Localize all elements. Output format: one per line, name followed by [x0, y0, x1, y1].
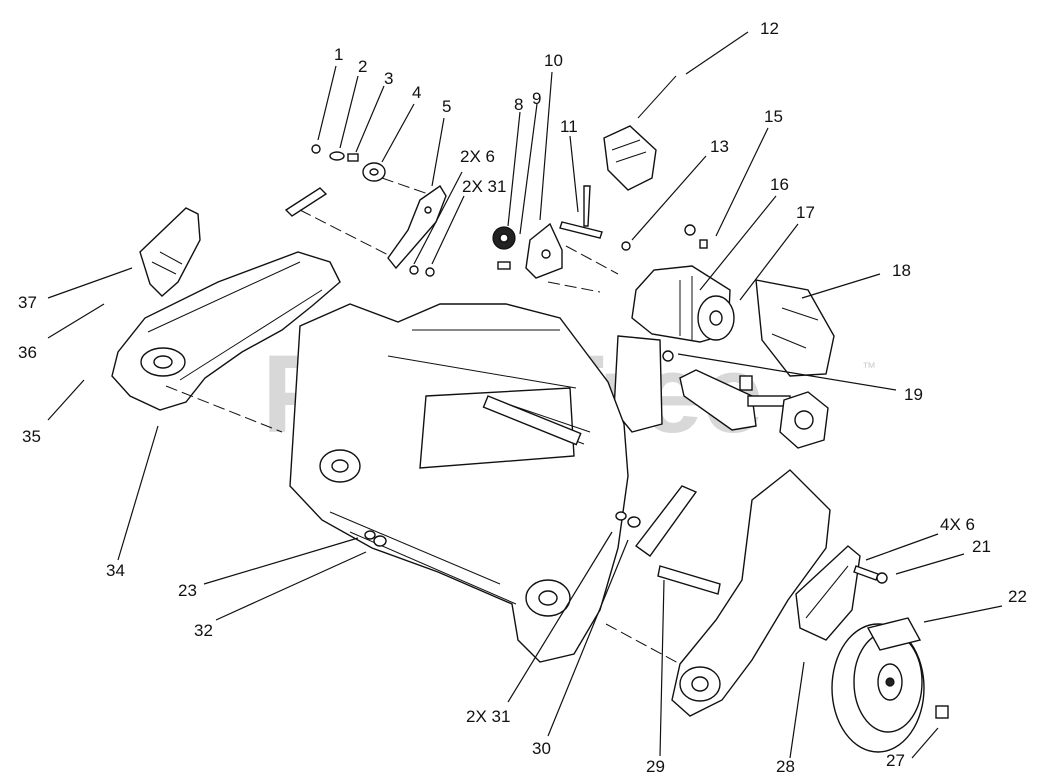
callout-27: 27: [886, 751, 905, 770]
callout-23: 23: [178, 581, 197, 600]
callout-28: 28: [776, 757, 795, 776]
callout-labels: 1 2 3 4 5 2X 6 2X 31 8 9 10 11 12 13 15 …: [18, 19, 1027, 776]
callout-11: 11: [560, 117, 578, 136]
part-rod-11: [559, 221, 603, 239]
callout-16: 16: [770, 175, 789, 194]
callout-2: 2: [358, 57, 367, 76]
part-bracket-19: [679, 369, 757, 431]
callout-36: 36: [18, 343, 37, 362]
callout-37: 37: [18, 293, 37, 312]
part-washer-2: [329, 151, 345, 161]
callout-3: 3: [384, 69, 393, 88]
part-pin: [284, 187, 328, 217]
callout-32: 32: [194, 621, 213, 640]
callout-22: 22: [1008, 587, 1027, 606]
callout-9: 9: [532, 89, 541, 108]
part-shaft-29: [635, 485, 698, 557]
part-switch-12: [603, 125, 657, 191]
callout-18: 18: [892, 261, 911, 280]
callout-1: 1: [334, 45, 343, 64]
part-nut-13: [621, 241, 631, 251]
callout-15: 15: [764, 107, 783, 126]
callout-13: 13: [710, 137, 729, 156]
callout-34: 34: [106, 561, 125, 580]
part-bracket-37: [139, 207, 201, 297]
callout-2x31-bottom: 2X 31: [466, 707, 510, 726]
part-cap-15: [684, 224, 696, 236]
callout-4: 4: [412, 83, 421, 102]
callout-21: 21: [972, 537, 991, 556]
callout-2x31-top: 2X 31: [462, 177, 506, 196]
callout-29: 29: [646, 757, 665, 776]
part-auger-housing: [289, 303, 629, 663]
callout-4x6: 4X 6: [940, 515, 975, 534]
callout-17: 17: [796, 203, 815, 222]
part-spacer-3: [347, 153, 359, 162]
parts-artwork: [111, 75, 949, 753]
callout-10: 10: [544, 51, 563, 70]
part-nut-1: [311, 144, 321, 154]
part-side-panel-28: [671, 469, 831, 717]
callout-19: 19: [904, 385, 923, 404]
leader-lines: [47, 31, 1003, 759]
part-cover-18: [755, 279, 835, 377]
part-bushing-27: [935, 705, 949, 719]
callout-30: 30: [532, 739, 551, 758]
part-bracket-5: [387, 184, 447, 270]
callout-35: 35: [22, 427, 41, 446]
callout-2x6-top: 2X 6: [460, 147, 495, 166]
watermark-trademark: ™: [862, 359, 876, 375]
callout-8: 8: [514, 95, 523, 114]
callout-12: 12: [760, 19, 779, 38]
callout-5: 5: [442, 97, 451, 116]
